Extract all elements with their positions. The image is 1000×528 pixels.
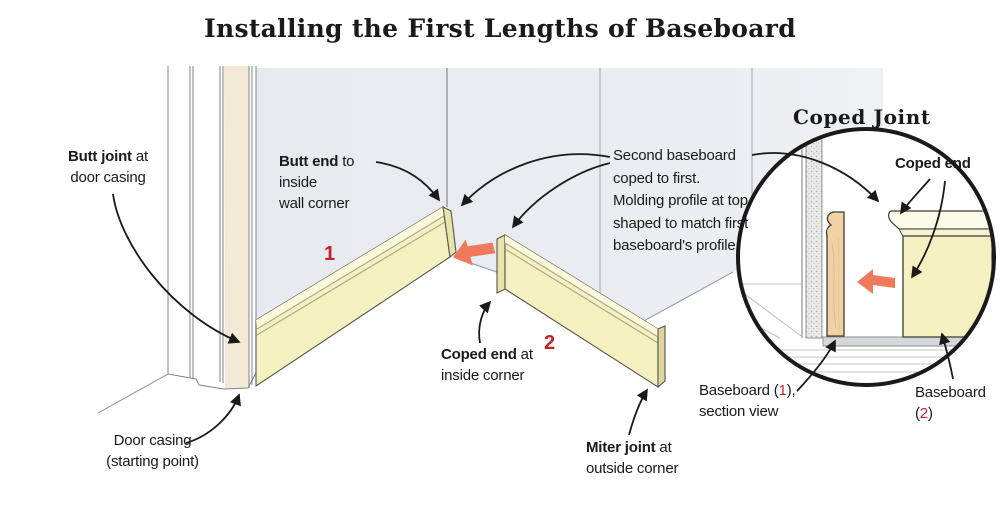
inset-label-baseboard-1: Baseboard (1), section view <box>699 382 796 420</box>
leader-door-casing <box>185 393 241 444</box>
page-title: Installing the First Lengths of Baseboar… <box>203 14 796 43</box>
leader-second-baseboard-b <box>511 162 611 229</box>
floor-line <box>97 373 169 414</box>
door-casing <box>97 66 257 414</box>
leader-lines <box>112 152 954 444</box>
inset-wall-section <box>740 131 823 339</box>
inset-label-coped-end: Coped end <box>895 155 971 172</box>
inset-baseboard-2 <box>888 210 992 338</box>
leader-second-baseboard-a <box>460 153 611 207</box>
inset-baseboard-2-num: 2 <box>919 405 928 422</box>
label-coped-end: Coped end at inside corner <box>441 344 541 386</box>
leader-inset-coped-end-a <box>900 178 931 215</box>
leader-inset-baseboard-2 <box>939 332 954 380</box>
leader-miter-joint <box>628 388 648 436</box>
baseboard-2-coped-end <box>496 234 506 294</box>
inset-title: Coped Joint <box>793 105 931 129</box>
label-butt-end: Butt end to inside wall corner <box>279 151 391 214</box>
label-miter-joint-rest: at outside corner <box>586 439 679 477</box>
label-coped-end-bold: Coped end <box>441 346 517 363</box>
leader-butt-end <box>375 161 441 202</box>
label-butt-joint: Butt joint at door casing <box>57 146 159 188</box>
leader-butt-joint <box>112 193 241 344</box>
label-butt-end-bold: Butt end <box>279 153 339 170</box>
label-miter-joint: Miter joint at outside corner <box>586 437 686 479</box>
arrow-left-icon <box>452 239 496 266</box>
label-coped-end-rest: at inside corner <box>441 346 533 384</box>
leader-second-baseboard-inset <box>751 152 880 203</box>
label-second-baseboard: Second baseboard coped to first. Molding… <box>613 147 749 254</box>
label-butt-end-rest: to inside wall corner <box>279 153 355 212</box>
inset-label-baseboard-2: Baseboard (2) <box>915 384 986 422</box>
leader-coped-end-main <box>478 300 492 344</box>
baseboard-2-miter-end <box>657 325 666 389</box>
baseboard-1-number: 1 <box>324 243 336 265</box>
leader-inset-baseboard-1 <box>796 339 836 392</box>
baseboard-2 <box>496 234 666 389</box>
label-butt-joint-rest: at door casing <box>70 148 148 186</box>
label-door-casing: Door casing (starting point) <box>106 432 199 470</box>
baseboard-1 <box>255 206 457 388</box>
inset-arrow-left-icon <box>857 269 895 294</box>
baseboard-2-number: 2 <box>544 332 556 354</box>
label-miter-joint-bold: Miter joint <box>586 439 656 456</box>
baseboard-1-butt-end <box>442 206 457 259</box>
inset-baseboard-1-section <box>825 211 845 337</box>
inset-baseboard-1-num: 1 <box>778 382 787 399</box>
leader-inset-coped-end-b <box>911 180 946 279</box>
label-butt-joint-bold: Butt joint <box>68 148 132 165</box>
